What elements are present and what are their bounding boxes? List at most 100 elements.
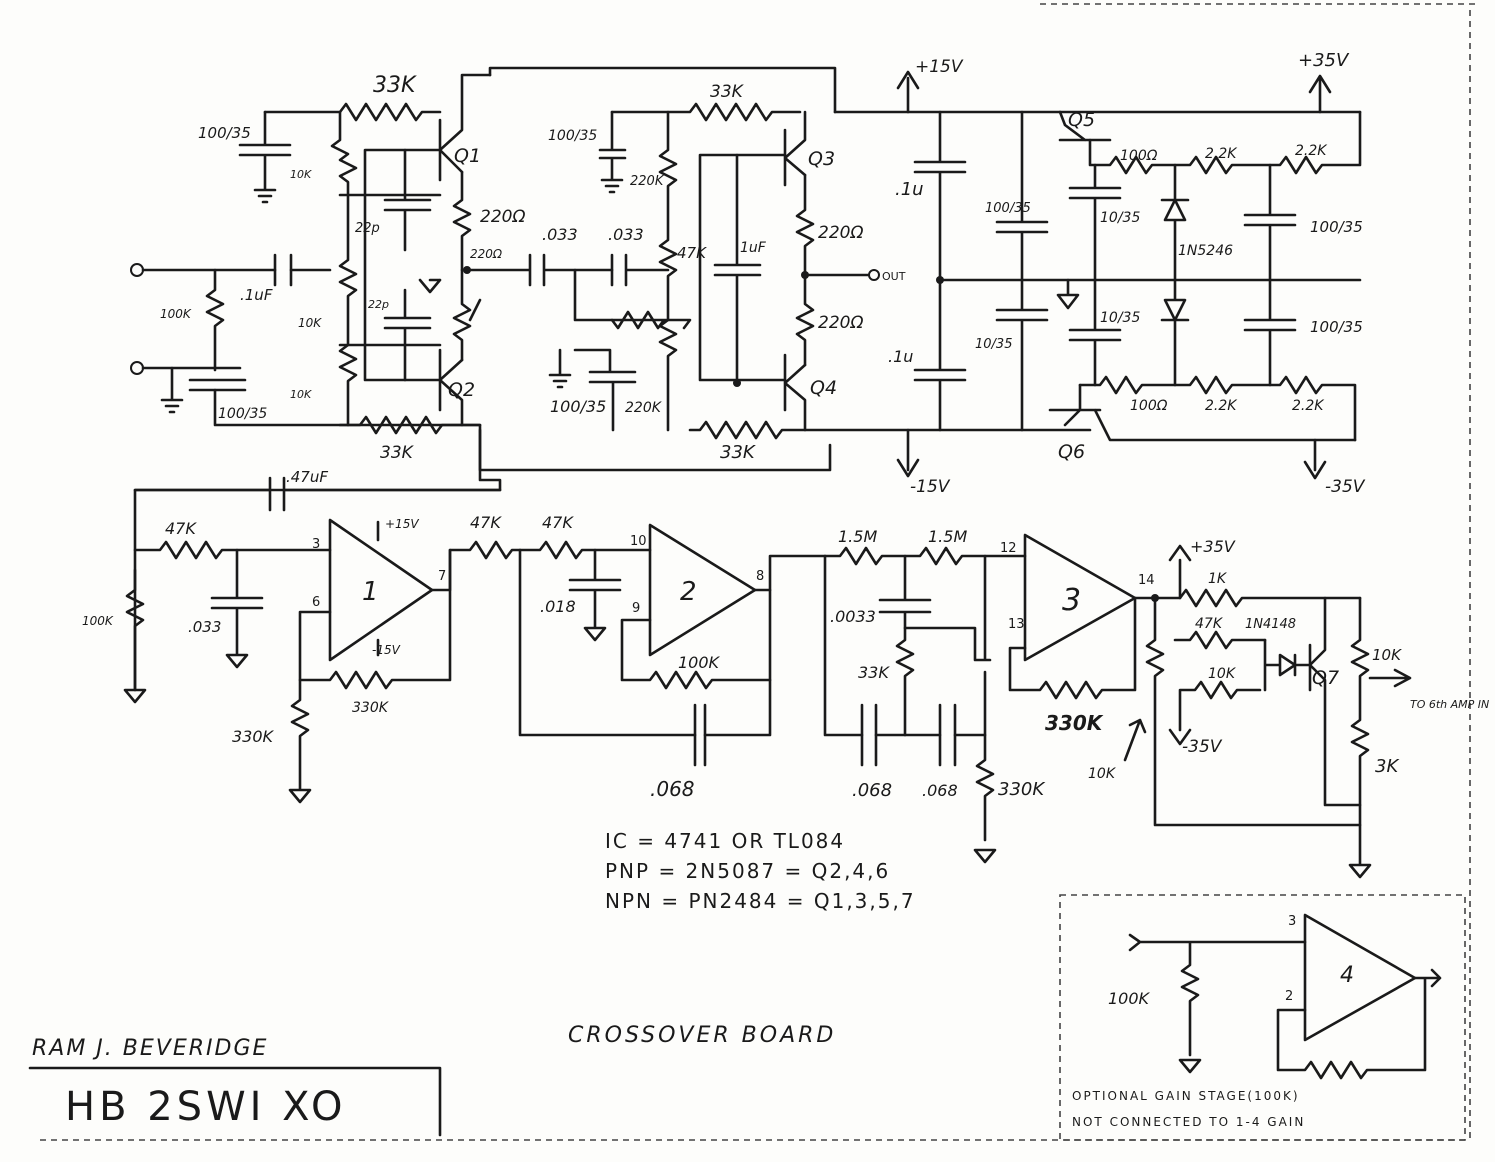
pin-oa4-in: 3 (1288, 914, 1296, 929)
label-330k-fb3: 330K (1045, 711, 1104, 735)
label-q7: Q7 (1312, 667, 1339, 689)
label-10k-b: 10K (298, 316, 322, 330)
label-330k-oa3: 330K (998, 779, 1045, 800)
label-220-c: 220Ω (818, 223, 863, 243)
label-47k-oa1: 47K (165, 519, 197, 538)
label-100k-in: 100K (160, 307, 192, 321)
label-3k: 3K (1375, 756, 1399, 777)
pin-oa1-out: 7 (438, 569, 446, 584)
label-47k-a: 47K (470, 513, 502, 532)
label-100-35-mid: 100/35 (548, 128, 597, 144)
opamp-2 (620, 523, 827, 690)
label-100-35-in: 100/35 (218, 406, 267, 422)
label-100-35-top: 100/35 (198, 124, 251, 142)
pin-oa1-in: 3 (312, 537, 320, 552)
label-33k-bot1: 33K (380, 443, 415, 463)
label-330k-oa1: 330K (232, 727, 275, 746)
title-box (28, 1066, 442, 1137)
label-cap-p2: 100/35 (1310, 318, 1363, 336)
note-ic: IC = 4741 OR TL084 (605, 829, 845, 853)
label-33k-bot2: 33K (720, 442, 756, 463)
label-m35b: -35V (1182, 737, 1223, 757)
label-47uf: .47uF (286, 468, 328, 486)
label-100k-oa1: 100K (82, 614, 114, 628)
label-100-35-bot: 100/35 (550, 397, 606, 416)
label-p15-op: +15V (385, 517, 419, 531)
resistor-33k-top (263, 102, 442, 122)
label-47k-b: 47K (542, 513, 574, 532)
pin-oa3-in: 12 (1000, 541, 1017, 556)
label-100-q5: 100Ω (1120, 148, 1158, 164)
label-100-q6: 100Ω (1130, 398, 1168, 414)
label-10k-pot: 10K (1088, 766, 1117, 782)
optional-note-1: OPTIONAL GAIN STAGE(100K) (1072, 1089, 1300, 1103)
transistor-q5 (1058, 74, 1362, 282)
label-q2: Q2 (448, 379, 475, 401)
label-cap-p1: 100/35 (1310, 218, 1363, 236)
label-100k-oa2: 100K (678, 653, 721, 672)
label-47k-q7: 47K (1195, 616, 1224, 632)
optional-stage-box (1059, 894, 1466, 1141)
label-p15: +15V (915, 57, 964, 77)
transistor-q2 (438, 268, 472, 427)
label-22p-b: 22p (368, 298, 389, 311)
label-10-35-rail: 10/35 (975, 337, 1012, 352)
label-033-oa1: .033 (188, 618, 221, 636)
pin-oa2-fb: 9 (632, 601, 640, 616)
label-p35: +35V (1298, 50, 1350, 71)
input-terminal (130, 263, 144, 277)
opamp-3 (1008, 533, 1137, 700)
label-220-d: 220Ω (818, 313, 863, 333)
pin-oa2-out: 8 (756, 569, 764, 584)
note-pnp: PNP = 2N5087 = Q2,4,6 (605, 859, 890, 883)
label-220k-b: 220K (625, 400, 663, 416)
label-1uf-in: .1uF (240, 286, 273, 304)
label-22k-q5a: 2.2K (1205, 146, 1238, 162)
ground-terminal (130, 361, 144, 375)
opamp-4 (1276, 913, 1442, 1080)
label-068-c: .068 (922, 781, 958, 800)
label-q1: Q1 (454, 145, 481, 167)
label-q4: Q4 (810, 377, 837, 399)
pin-oa4-fb: 2 (1285, 989, 1293, 1004)
label-10-35-q6: 10/35 (1100, 310, 1140, 326)
label-15m-a: 1.5M (838, 527, 877, 546)
model-number: HB 2SWI XO (65, 1084, 346, 1130)
label-1u-rail: .1u (895, 179, 924, 200)
label-q6: Q6 (1058, 441, 1085, 463)
label-10k-a: 10K (290, 168, 312, 181)
label-068-b: .068 (852, 780, 892, 801)
sheet-title: CROSSOVER BOARD (568, 1023, 836, 1048)
label-m15: -15V (910, 477, 951, 497)
note-npn: NPN = PN2484 = Q1,3,5,7 (605, 889, 916, 913)
label-to-amp: TO 6th AMP IN (1410, 698, 1489, 711)
transistor-q6 (1048, 278, 1357, 480)
label-diode: 1N4148 (1245, 617, 1296, 632)
label-1u-rail-b: .1u (888, 347, 913, 366)
label-out: OUT (882, 270, 906, 283)
label-220-b: 220Ω (470, 247, 503, 261)
opamp-2-number: 2 (680, 577, 697, 607)
label-33k-top: 33K (373, 73, 417, 98)
pin-oa3-fb: 13 (1008, 617, 1025, 632)
opamp-1-number: 1 (362, 577, 379, 607)
label-0033: .0033 (830, 607, 876, 626)
label-22p: 22p (355, 221, 380, 236)
label-068-a: .068 (650, 777, 695, 801)
label-22k-q5b: 2.2K (1295, 143, 1328, 159)
label-22k-q6a: 2.2K (1205, 398, 1238, 414)
label-220k-a: 220K (630, 174, 665, 189)
pin-oa1-fb: 6 (312, 595, 320, 610)
label-22k-q6b: 2.2K (1292, 398, 1325, 414)
opamp-4-number: 4 (1340, 963, 1354, 988)
label-m35: -35V (1325, 477, 1366, 497)
label-33k-mid: 33K (710, 82, 745, 102)
label-p35b: +35V (1190, 537, 1236, 556)
label-018: .018 (540, 597, 576, 616)
label-10k-c: 10K (290, 388, 312, 401)
author-name: RAM J. BEVERIDGE (32, 1036, 268, 1061)
pin-oa2-in: 10 (630, 534, 647, 549)
label-1uf-mid: 1uF (740, 240, 767, 256)
label-220-a: 220Ω (480, 207, 525, 227)
